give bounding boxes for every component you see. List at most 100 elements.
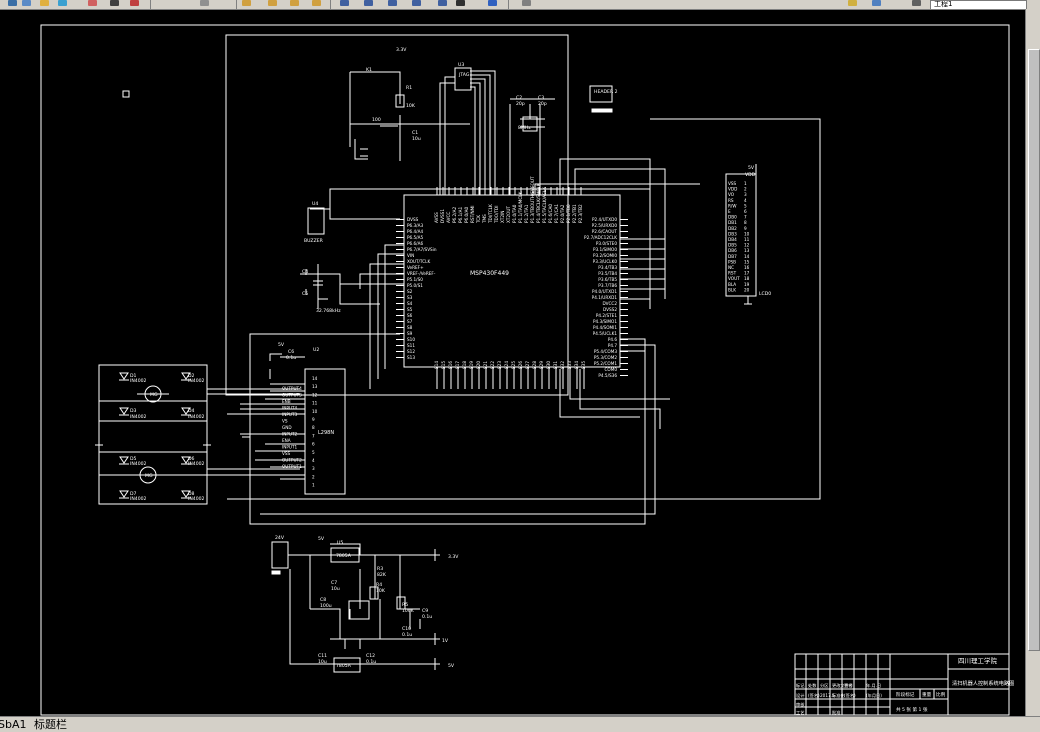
mcu-left-pin-label: S4	[407, 301, 413, 306]
mcu-top-pin-label: P1.3/TBOUTH/SVSOUT	[530, 176, 535, 223]
print-icon[interactable]	[40, 0, 49, 6]
title-scale: 比例	[936, 691, 946, 698]
pan-icon[interactable]	[242, 0, 251, 6]
mcu-top-pin-label: P1.6/CA0	[548, 204, 553, 223]
mcu-right-pin-label: P2.5/URXD0	[592, 223, 618, 228]
lcd-pin-label: PSB	[728, 259, 736, 264]
label-c9-val: 0.1u	[422, 614, 432, 620]
help-icon[interactable]	[438, 0, 447, 6]
label-k1: K1	[366, 67, 372, 73]
l298n-pin-number: 13	[312, 384, 318, 389]
lcd-pin-number: 15	[744, 259, 750, 264]
drawing-border	[40, 24, 1010, 716]
lcd-pin-label: BLK	[728, 287, 736, 292]
label-out-1v: 1V	[442, 638, 449, 644]
label-c3-val: 20p	[538, 101, 547, 107]
zoom-prev-icon[interactable]	[312, 0, 321, 6]
mcu-top-pin-label: P1.2/TA1	[524, 204, 529, 223]
header-connector	[589, 85, 613, 103]
mcu-left-pin-label: DVSS	[407, 217, 419, 222]
plot-icon[interactable]	[58, 0, 67, 6]
layer-prev-icon[interactable]	[872, 0, 881, 6]
label-c12: C12	[366, 653, 375, 659]
label-d8-part: IN4002	[188, 496, 205, 502]
help-icon-2[interactable]	[488, 0, 497, 6]
l298n-pin-label: VS	[282, 419, 288, 424]
tab-a1[interactable]: A1	[12, 718, 27, 731]
diode-d4	[181, 407, 191, 416]
mcu-bottom-pin-label: S21	[483, 361, 488, 369]
mcu-right-pin-label: P2.7/ADC12CLK	[584, 235, 617, 240]
calculator-icon[interactable]	[412, 0, 421, 6]
label-d1-part: IN4002	[130, 378, 147, 384]
label-c7-val: 10u	[331, 586, 340, 592]
label-in-ps: 24V	[275, 535, 285, 541]
lcd-pin-number: 10	[744, 231, 750, 236]
drawing-canvas[interactable]: MSP430F449 L298N U2 LCD0 5V VDD 3.3V K1 …	[0, 9, 1025, 716]
mcu-top-pin-label: XT2OUT	[506, 206, 511, 223]
lcd-pin-number: 8	[744, 220, 747, 225]
ps-input-connector	[271, 541, 289, 569]
mcu-left-pin-label: S9	[407, 331, 413, 336]
mcu-bottom-pin-label: S16	[448, 361, 453, 369]
match-properties-icon[interactable]	[912, 0, 921, 6]
l298n-pin-number: 1	[312, 483, 315, 488]
ps-regulator-1	[330, 547, 360, 563]
lcd-pin-number: 11	[744, 237, 750, 242]
mcu-right-pin-label: P4.5/S36	[598, 373, 617, 378]
save-icon[interactable]	[22, 0, 31, 6]
open-icon[interactable]	[8, 0, 17, 6]
mcu-right-pin-label: P4.5/UCLK1	[593, 331, 618, 336]
diode-d1	[119, 372, 129, 381]
mcu-left-pin-label: S7	[407, 319, 413, 324]
schematic-drawing[interactable]: MSP430F449 L298N U2 LCD0 5V VDD 3.3V K1 …	[0, 9, 1025, 716]
lcd-pin-label: RST	[728, 271, 737, 276]
label-r5: R5	[402, 602, 408, 608]
layer-icon[interactable]	[522, 0, 531, 6]
label-r4-val: 10K	[376, 588, 386, 594]
copy-icon[interactable]	[110, 0, 119, 6]
crystal-hf-wires	[509, 98, 555, 195]
label-d3-part: IN4002	[130, 414, 147, 420]
layer-combo[interactable]: 工程1	[930, 0, 1027, 9]
label-r1: R1	[406, 85, 412, 91]
title-row2-cell: (签名)	[844, 692, 856, 699]
mcu-top-pin-label: TDO/TDI	[494, 205, 499, 224]
mcu-left-pin-label: S12	[407, 349, 415, 354]
l298n-pin-label: INPUT4	[282, 406, 298, 411]
paste-icon[interactable]	[130, 0, 139, 6]
properties-icon[interactable]	[340, 0, 349, 6]
undo-icon[interactable]	[200, 0, 209, 6]
mcu-right-pin-label: P4.7	[608, 343, 618, 348]
diode-d5	[119, 456, 129, 465]
lcd-pin-number: 2	[744, 187, 747, 192]
pin-label-group: DVSSP6.3/A3P6.4/A4P6.5/A5P6.6/A6P6.7/A7/…	[282, 176, 882, 716]
cut-icon[interactable]	[88, 0, 97, 6]
tab-title-block[interactable]: 标题栏	[34, 718, 67, 731]
label-c9: C9	[422, 608, 428, 614]
mcu-left-pin-label: P6.6/A6	[407, 241, 423, 246]
mcu-right-pin-label: P5.4/COM3	[594, 349, 617, 354]
title-header-cell: 标记	[796, 682, 805, 689]
mcu-left-pin-label: P5.1/S0	[407, 277, 423, 282]
l298n-wires	[227, 353, 305, 480]
title-row2-cell: (签名)	[808, 692, 820, 699]
label-d5-part: IN4002	[130, 461, 147, 467]
layer-state-icon[interactable]	[848, 0, 857, 6]
lcd-pin-number: 3	[744, 192, 747, 197]
label-c5: C5	[302, 291, 308, 297]
vertical-scrollbar[interactable]	[1025, 9, 1040, 716]
title-row3-cell: 审核	[796, 701, 805, 708]
zoom-window-icon[interactable]	[290, 0, 299, 6]
mcu-top-pin-label: P2.1/TB0	[566, 204, 571, 223]
tool-palette-icon[interactable]	[388, 0, 397, 6]
mcu-left-pin-label: S2	[407, 289, 413, 294]
label-crystal-lf: 32.768kHz	[316, 308, 341, 314]
table-icon[interactable]	[456, 0, 465, 6]
mcu-top-pin-label: XT2IN	[500, 211, 505, 223]
scrollbar-thumb[interactable]	[1028, 49, 1040, 651]
title-sheet-info: 共 5 张 第 1 张	[896, 706, 928, 713]
mcu-top-pin-label: P6.2/A2	[452, 207, 457, 223]
zoom-icon[interactable]	[268, 0, 277, 6]
design-center-icon[interactable]	[364, 0, 373, 6]
